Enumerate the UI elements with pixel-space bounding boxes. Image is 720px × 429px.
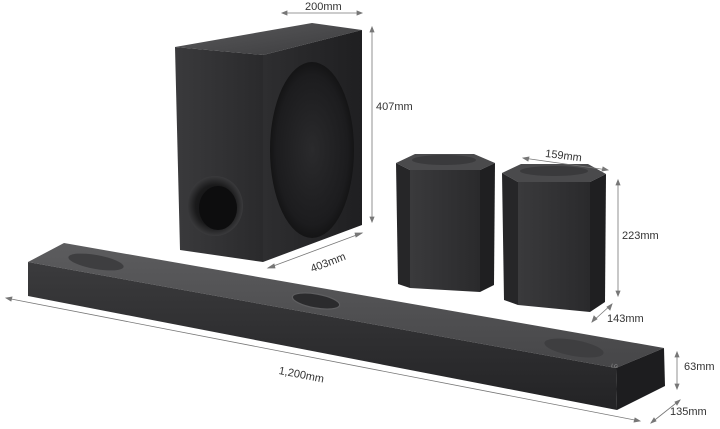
subwoofer-width-label: 200mm	[305, 1, 342, 13]
soundbar-front	[28, 262, 617, 410]
rear-speaker-right	[502, 164, 606, 312]
subwoofer-top	[175, 23, 362, 55]
soundbar-left-tweeter	[68, 253, 124, 271]
subwoofer-driver	[270, 62, 354, 238]
soundbar-top	[28, 243, 664, 368]
soundbar-center-button	[291, 292, 341, 310]
subwoofer-dimension-lines	[266, 10, 375, 269]
subwoofer	[175, 23, 362, 262]
rear-speaker-left	[396, 154, 495, 292]
rear-depth-label: 143mm	[607, 313, 644, 325]
soundbar-right-tweeter	[544, 338, 604, 358]
soundbar-height-label: 63mm	[684, 361, 715, 373]
soundbar: LG	[28, 243, 665, 410]
rear-height-label: 223mm	[622, 230, 659, 242]
soundbar-depth-label: 135mm	[670, 406, 707, 418]
soundbar-dimension-lines	[4, 296, 681, 424]
brand-logo: LG	[611, 363, 619, 370]
subwoofer-height-label: 407mm	[376, 101, 413, 113]
soundbar-end	[616, 348, 665, 410]
rear-dimension-lines	[521, 156, 621, 323]
